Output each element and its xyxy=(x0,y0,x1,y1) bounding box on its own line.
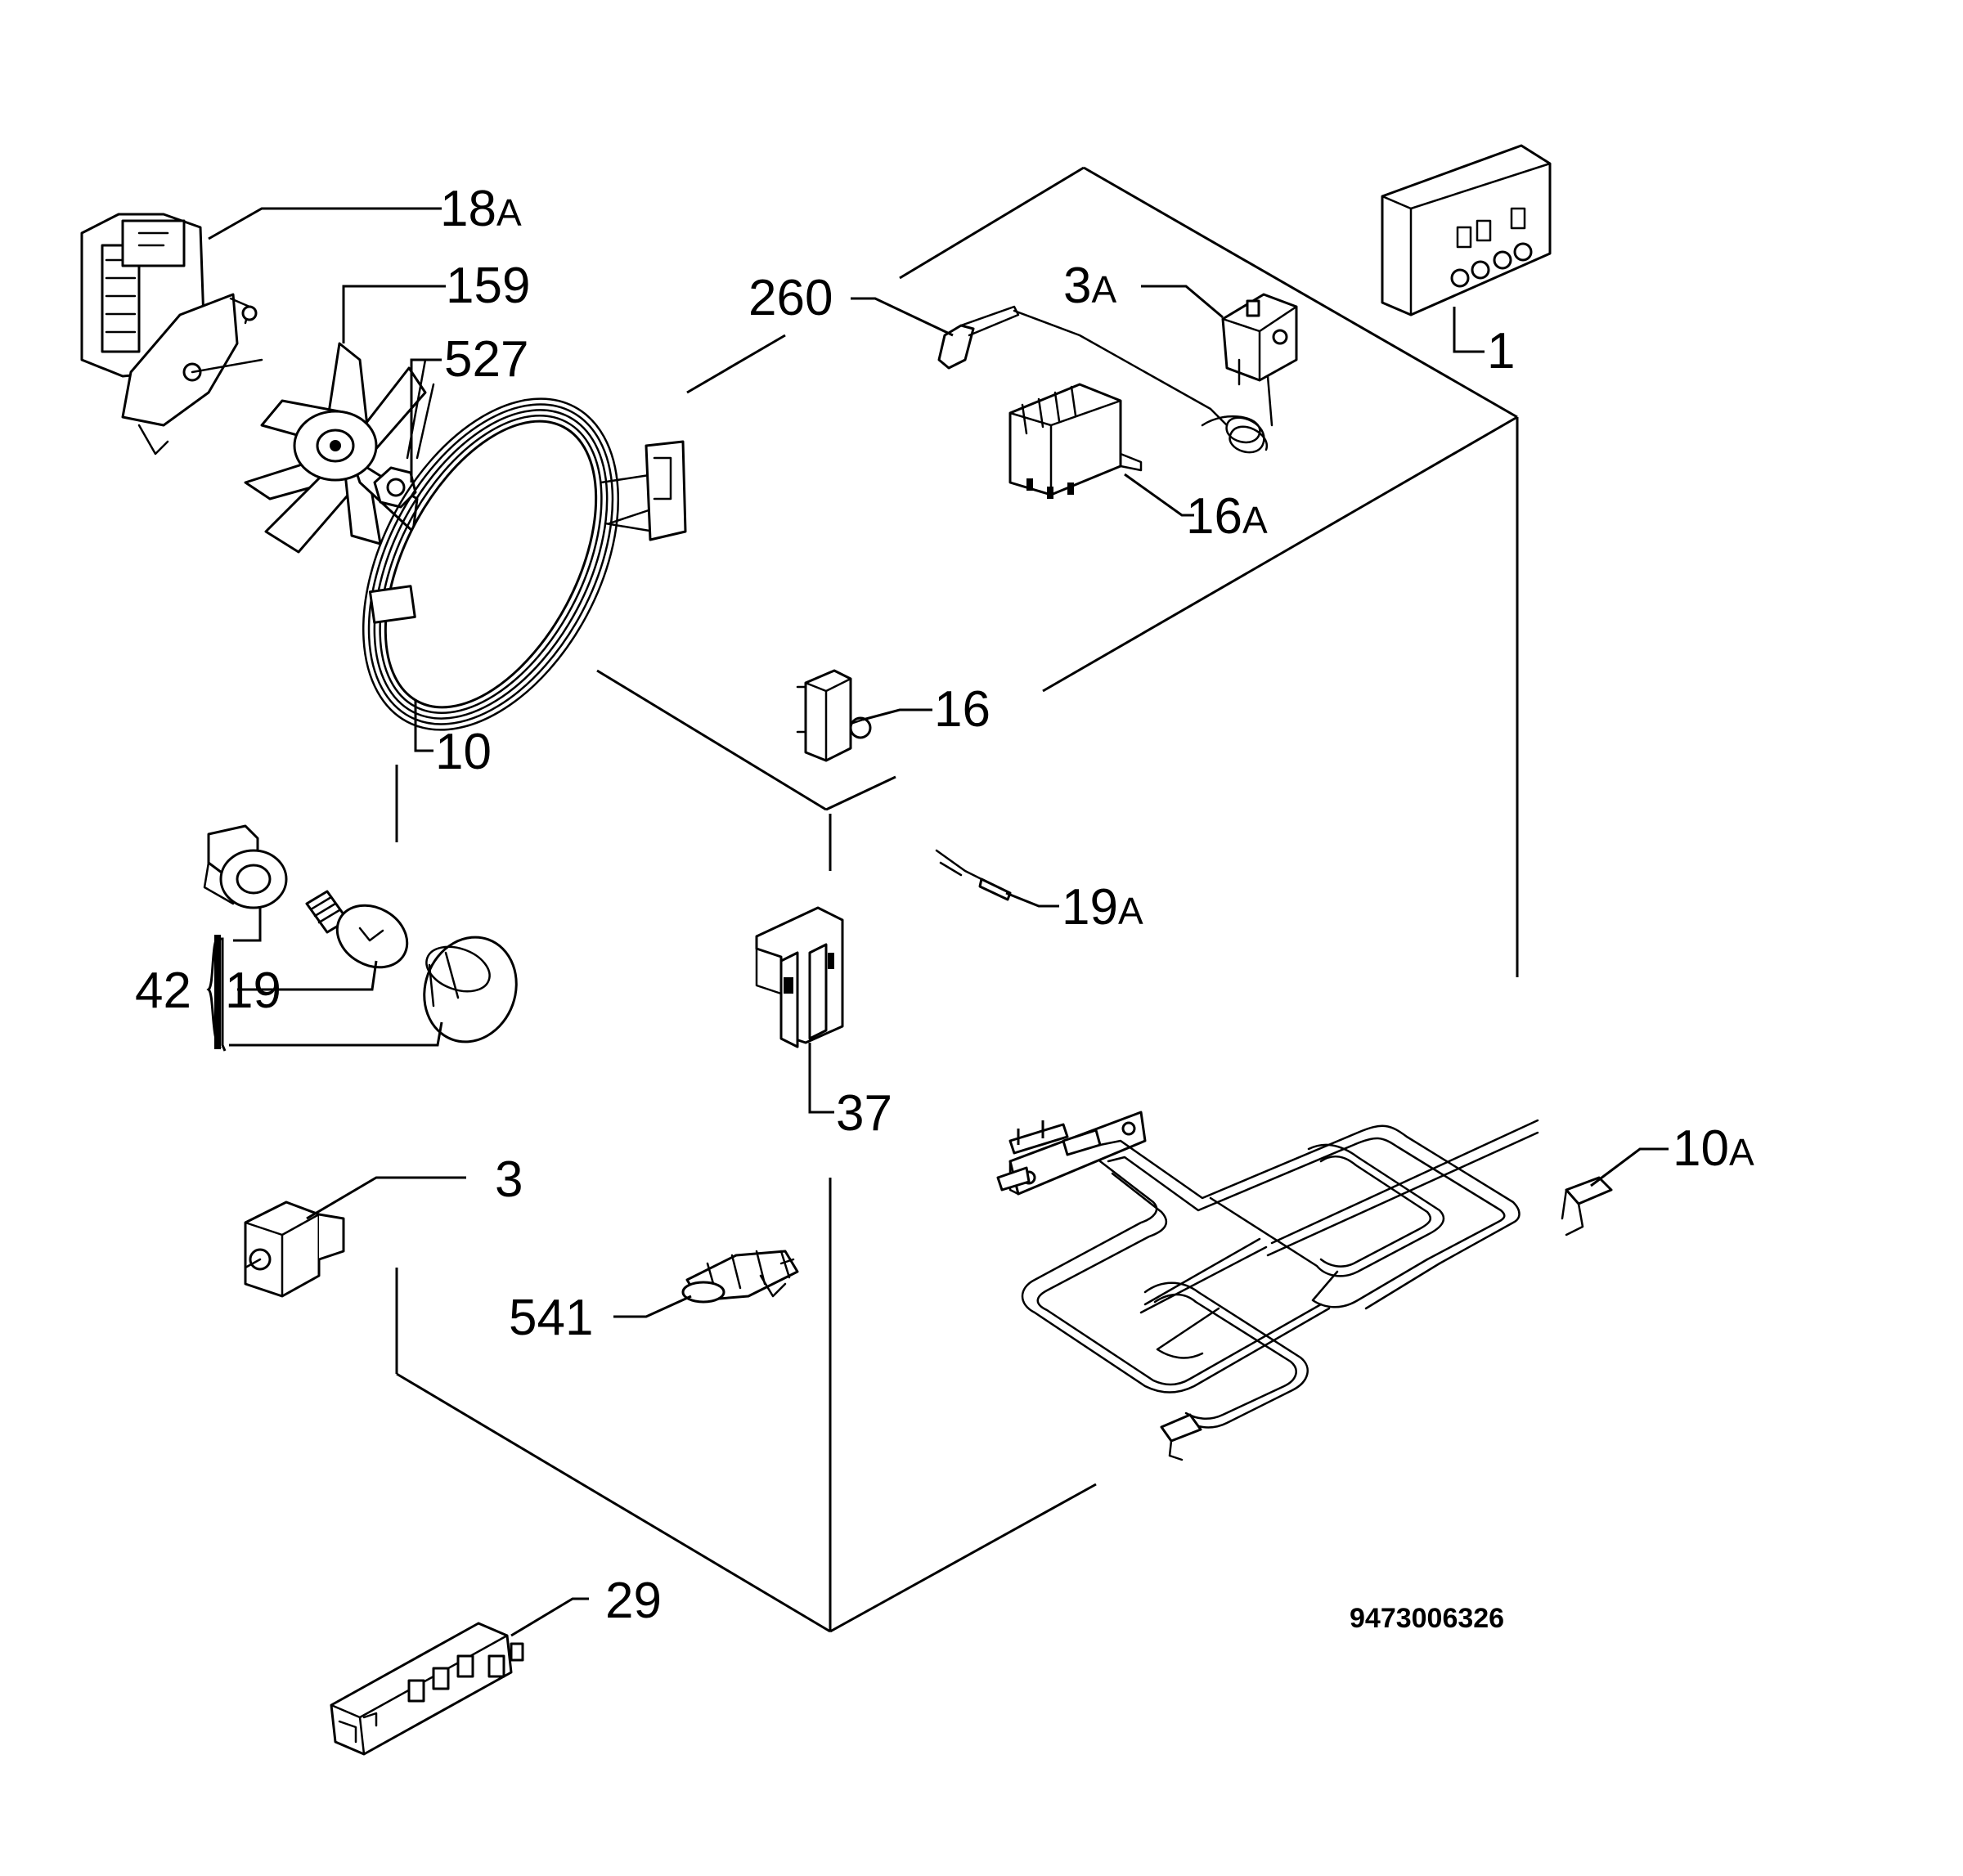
callout-37: 37 xyxy=(836,1085,892,1142)
lamp-cover-part xyxy=(423,936,518,1043)
lamp-holder-part xyxy=(203,824,288,909)
door-clip-part xyxy=(755,906,844,1048)
thermostat-part xyxy=(1221,293,1298,427)
grill-element-part xyxy=(996,1111,1613,1461)
callout-3: 3 xyxy=(495,1151,523,1208)
rotary-switch-part xyxy=(244,1201,345,1298)
callout-19: 19 xyxy=(225,963,281,1019)
callout-labels: 18A 159 527 260 3A 1 16A 16 10 19A 42 19… xyxy=(135,181,1754,1634)
callout-10a: 10A xyxy=(1673,1120,1754,1177)
lamp-bulb-part xyxy=(305,890,409,969)
cabinet-outline xyxy=(395,166,1519,1633)
spark-generator-part xyxy=(330,1622,524,1756)
leader-lines xyxy=(206,207,1669,1637)
callout-16a: 16A xyxy=(1186,488,1268,545)
oven-sensor-probe-part xyxy=(937,305,1269,454)
callout-10: 10 xyxy=(435,724,492,780)
fan-blade-part xyxy=(244,342,427,554)
callout-18a: 18A xyxy=(440,181,522,237)
callout-159: 159 xyxy=(446,258,530,314)
timer-programmer-part xyxy=(1381,144,1552,316)
door-switch-part xyxy=(796,669,872,762)
callout-3a: 3A xyxy=(1063,258,1116,314)
terminal-block-part xyxy=(681,1250,799,1304)
callout-1: 1 xyxy=(1487,323,1515,379)
circular-heater-part xyxy=(362,397,687,731)
callout-29: 29 xyxy=(605,1573,662,1629)
callout-19a: 19A xyxy=(1062,879,1143,936)
callout-16: 16 xyxy=(934,681,990,738)
callout-527: 527 xyxy=(444,331,528,388)
callout-260: 260 xyxy=(748,270,833,326)
sensor-wire-part xyxy=(935,849,1012,901)
function-selector-part xyxy=(1008,383,1143,499)
fan-motor-part xyxy=(80,213,263,456)
callout-541: 541 xyxy=(509,1290,593,1346)
drawing-number: 9473006326 xyxy=(1350,1603,1504,1634)
callout-42: 42 xyxy=(135,963,191,1019)
